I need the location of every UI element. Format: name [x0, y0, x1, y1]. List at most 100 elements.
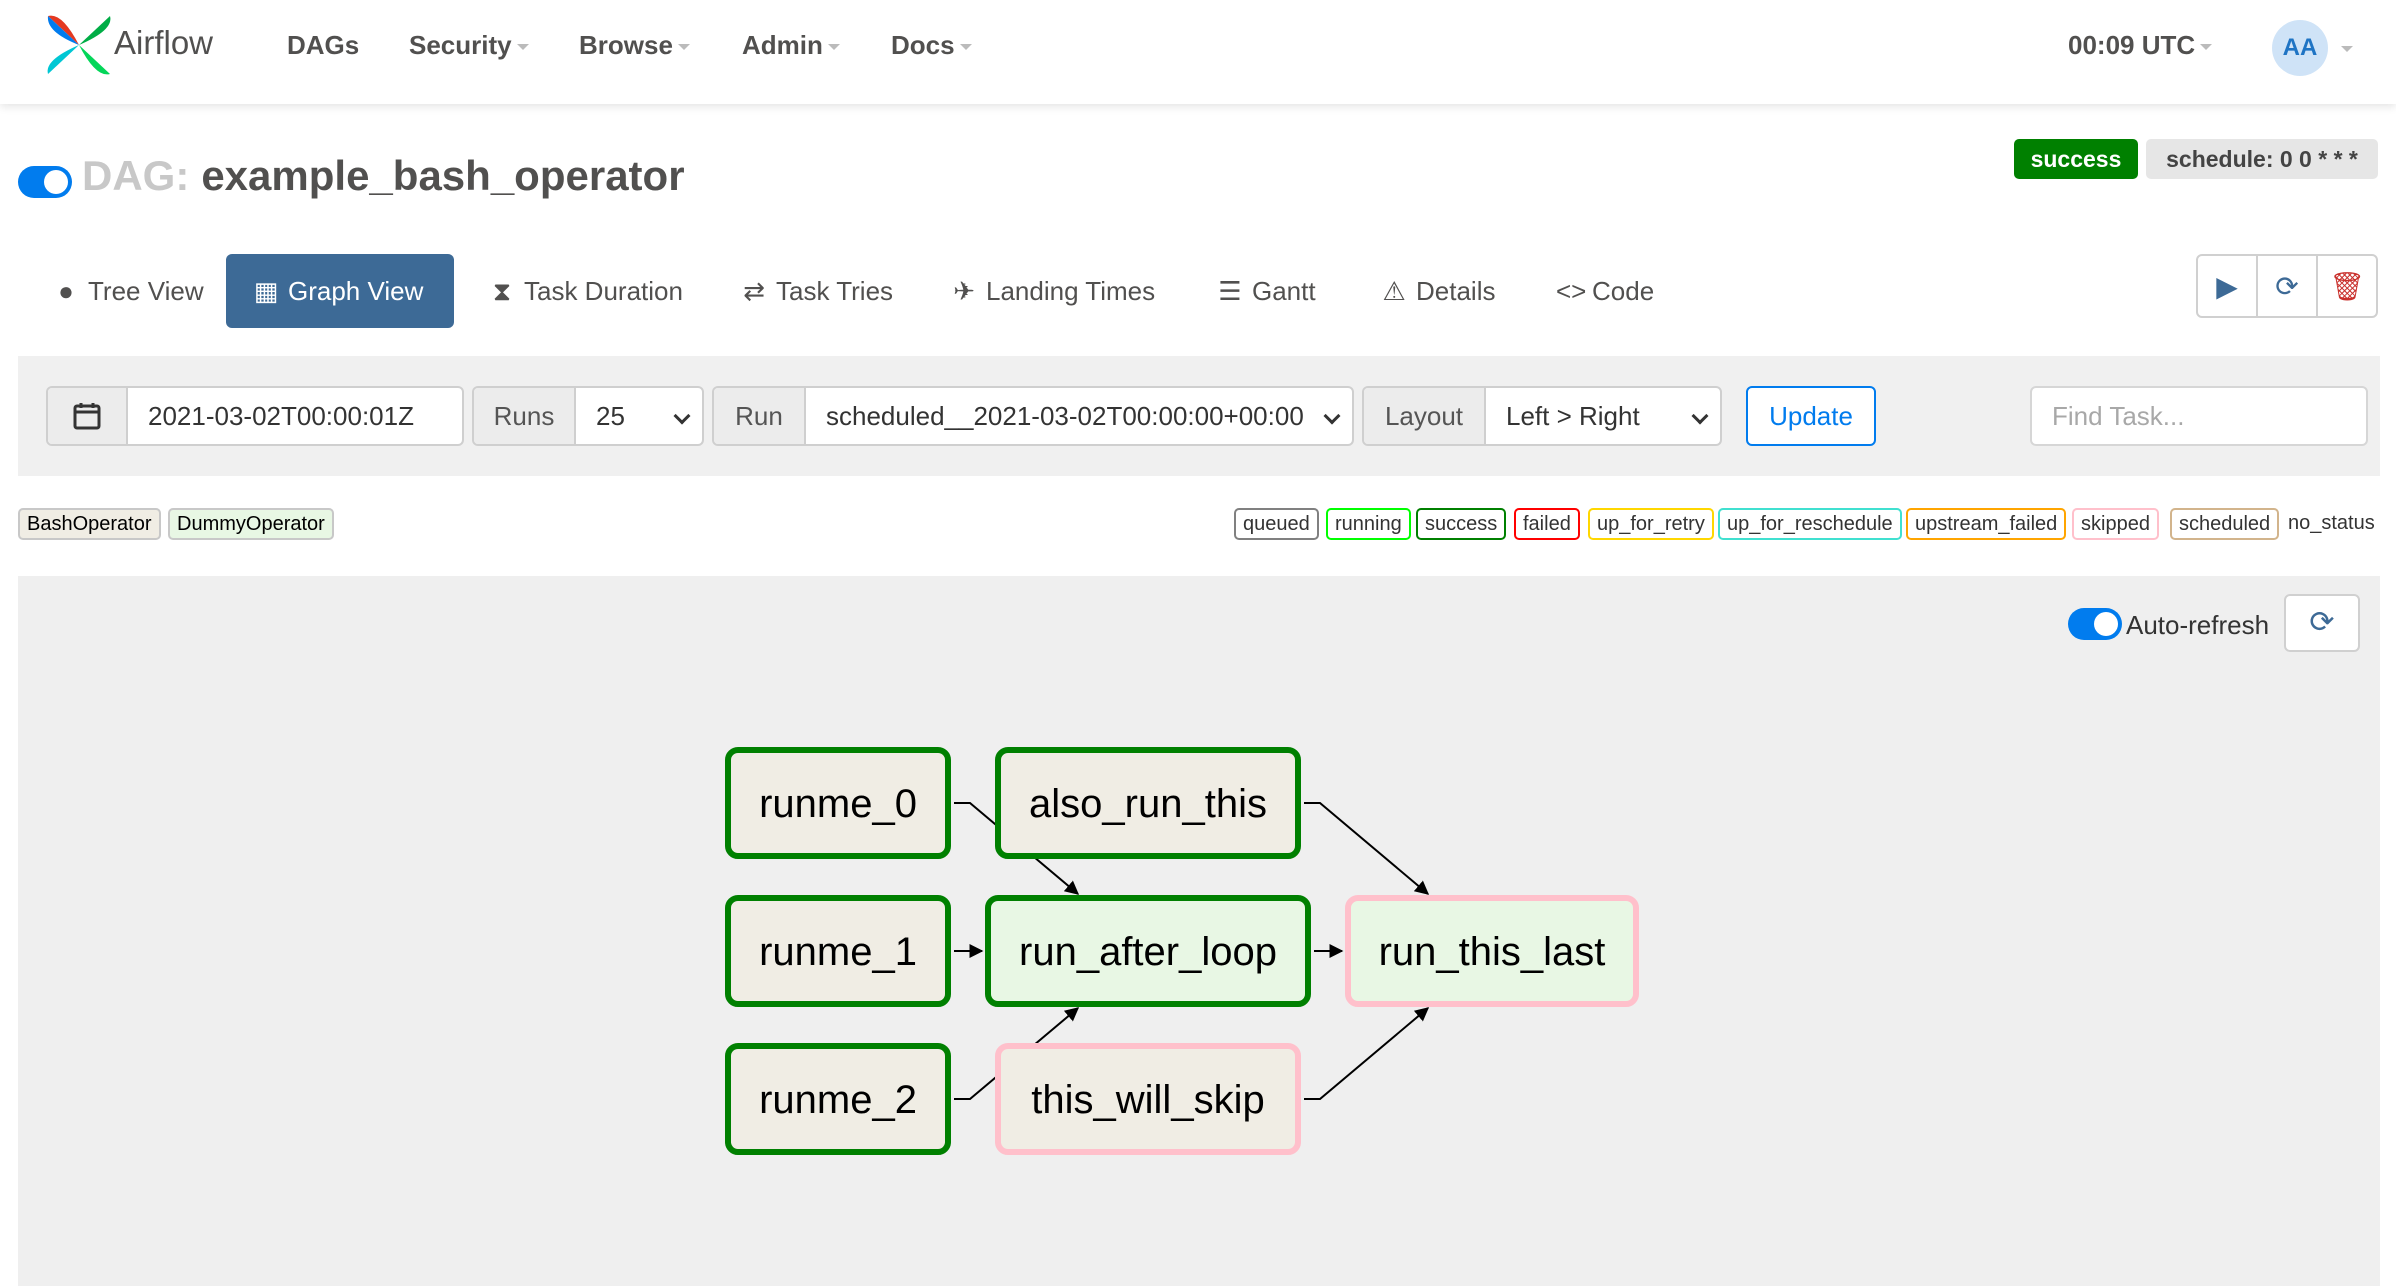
- calendar-icon[interactable]: [48, 388, 128, 444]
- task-node-box[interactable]: [725, 895, 951, 1007]
- task-node-label: also_run_this: [1029, 782, 1267, 826]
- layout-select-group: Layout Left > Right: [1362, 386, 1722, 446]
- auto-refresh-label: Auto-refresh: [2126, 610, 2270, 640]
- legend-up-for-reschedule[interactable]: up_for_reschedule: [1718, 508, 1902, 540]
- refresh-icon: ⟳: [2275, 270, 2299, 302]
- nav-dags[interactable]: DAGs: [287, 30, 360, 60]
- legend-dummy-operator[interactable]: DummyOperator: [168, 508, 334, 540]
- task-node-label: runme_1: [759, 930, 917, 974]
- trigger-dag-button[interactable]: ▶: [2198, 256, 2258, 316]
- graph-icon: ▦: [253, 276, 279, 306]
- gantt-icon: ☰: [1218, 276, 1242, 306]
- chevron-down-icon[interactable]: [2341, 46, 2353, 52]
- legend-failed[interactable]: failed: [1514, 508, 1580, 540]
- task-node-box[interactable]: [985, 895, 1311, 1007]
- run-select[interactable]: scheduled__2021-03-02T00:00:00+00:00: [806, 388, 1352, 444]
- task-node-label: this_will_skip: [1031, 1078, 1264, 1122]
- tab-graph-view[interactable]: ▦Graph View: [226, 254, 454, 328]
- legend-queued[interactable]: queued: [1234, 508, 1319, 540]
- refresh-dag-button[interactable]: ⟳: [2258, 256, 2318, 316]
- chevron-down-icon: [827, 44, 840, 51]
- schedule-badge: schedule: 0 0 * * *: [2146, 139, 2378, 179]
- user-avatar[interactable]: AA: [2272, 20, 2328, 76]
- tab-gantt[interactable]: ☰Gantt: [1190, 254, 1342, 328]
- runs-select-group: Runs 25: [472, 386, 704, 446]
- task-node-runme-1[interactable]: runme_1: [725, 895, 951, 1007]
- task-node-runme-0[interactable]: runme_0: [725, 747, 951, 859]
- task-node-label: runme_2: [759, 1078, 917, 1122]
- layout-select[interactable]: Left > Right: [1486, 388, 1720, 444]
- brand-name[interactable]: Airflow: [114, 24, 214, 61]
- date-picker[interactable]: 2021-03-02T00:00:01Z: [46, 386, 464, 446]
- landing-icon: ✈: [953, 276, 975, 306]
- graph-edge: [954, 1007, 1080, 1100]
- chevron-down-icon: [516, 44, 529, 51]
- nav-admin[interactable]: Admin: [742, 30, 840, 61]
- task-node-box[interactable]: [1345, 895, 1639, 1007]
- legend-up-for-retry[interactable]: up_for_retry: [1588, 508, 1714, 540]
- code-icon: <>: [1556, 276, 1587, 306]
- chevron-down-icon: [677, 44, 690, 51]
- dag-pause-toggle[interactable]: [18, 166, 72, 198]
- page-title: DAG:example_bash_operator: [82, 152, 685, 199]
- task-node-box[interactable]: [725, 747, 951, 859]
- legend-running[interactable]: running: [1326, 508, 1411, 540]
- graph-edge: [1304, 1007, 1430, 1100]
- legend-scheduled[interactable]: scheduled: [2170, 508, 2280, 540]
- tab-code[interactable]: <>Code: [1530, 254, 1680, 328]
- task-node-runme-2[interactable]: runme_2: [725, 1043, 951, 1155]
- date-input[interactable]: 2021-03-02T00:00:01Z: [148, 400, 414, 431]
- task-node-run-this-last[interactable]: run_this_last: [1345, 895, 1639, 1007]
- task-node-box[interactable]: [995, 747, 1301, 859]
- chevron-down-icon: [2200, 44, 2213, 51]
- task-node-label: run_this_last: [1379, 930, 1606, 974]
- airflow-logo-icon[interactable]: [44, 12, 114, 78]
- graph-filter-bar: 2021-03-02T00:00:01Z Runs 25 Run schedul…: [18, 356, 2380, 476]
- task-node-run-after-loop[interactable]: run_after_loop: [985, 895, 1311, 1007]
- legend-upstream-failed[interactable]: upstream_failed: [1906, 508, 2067, 540]
- run-label: Run: [714, 388, 806, 444]
- tab-task-tries[interactable]: ⇄Task Tries: [714, 254, 919, 328]
- find-task-input[interactable]: Find Task...: [2030, 386, 2368, 446]
- trash-icon: 🗑: [2329, 270, 2365, 302]
- task-node-also-run-this[interactable]: also_run_this: [995, 747, 1301, 859]
- runs-label: Runs: [474, 388, 576, 444]
- legend-bash-operator[interactable]: BashOperator: [18, 508, 161, 540]
- graph-edge: [1304, 802, 1430, 895]
- legend-success[interactable]: success: [1416, 508, 1507, 540]
- nav-browse[interactable]: Browse: [579, 30, 690, 61]
- legend-skipped[interactable]: skipped: [2072, 508, 2159, 540]
- runs-select[interactable]: 25: [576, 388, 702, 444]
- tab-landing-times[interactable]: ✈Landing Times: [924, 254, 1181, 328]
- refresh-icon: ⟳: [2309, 606, 2335, 639]
- task-node-this-will-skip[interactable]: this_will_skip: [995, 1043, 1301, 1155]
- run-select-group: Run scheduled__2021-03-02T00:00:00+00:00: [712, 386, 1354, 446]
- dag-status-badge: success: [2014, 139, 2138, 179]
- legend-no-status[interactable]: no_status: [2288, 512, 2375, 534]
- delete-dag-button[interactable]: 🗑: [2318, 256, 2376, 316]
- task-node-box[interactable]: [995, 1043, 1301, 1155]
- task-node-box[interactable]: [725, 1043, 951, 1155]
- update-button[interactable]: Update: [1746, 386, 1876, 446]
- tab-tree-view[interactable]: ●Tree View: [26, 254, 230, 328]
- chevron-down-icon: [959, 44, 972, 51]
- hourglass-icon: ⧗: [492, 276, 512, 306]
- warning-icon: ⚠: [1382, 276, 1406, 306]
- retry-icon: ⇄: [743, 276, 765, 306]
- tab-details[interactable]: ⚠Details: [1354, 254, 1521, 328]
- nav-docs[interactable]: Docs: [891, 30, 972, 61]
- task-node-label: runme_0: [759, 782, 917, 826]
- graph-edge: [954, 802, 1080, 895]
- tab-task-duration[interactable]: ⧗Task Duration: [462, 254, 709, 328]
- layout-label: Layout: [1364, 388, 1486, 444]
- play-icon: ▶: [2216, 270, 2238, 302]
- nav-security[interactable]: Security: [409, 30, 529, 61]
- dag-action-buttons: ▶ ⟳ 🗑: [2196, 254, 2378, 318]
- auto-refresh-toggle[interactable]: [2068, 608, 2122, 640]
- tree-icon: ●: [58, 276, 74, 306]
- top-navbar: Airflow DAGs Security Browse Admin Docs …: [0, 0, 2396, 104]
- utc-clock[interactable]: 00:09 UTC: [2068, 30, 2213, 61]
- graph-refresh-button[interactable]: ⟳: [2284, 594, 2360, 652]
- task-node-label: run_after_loop: [1019, 930, 1277, 974]
